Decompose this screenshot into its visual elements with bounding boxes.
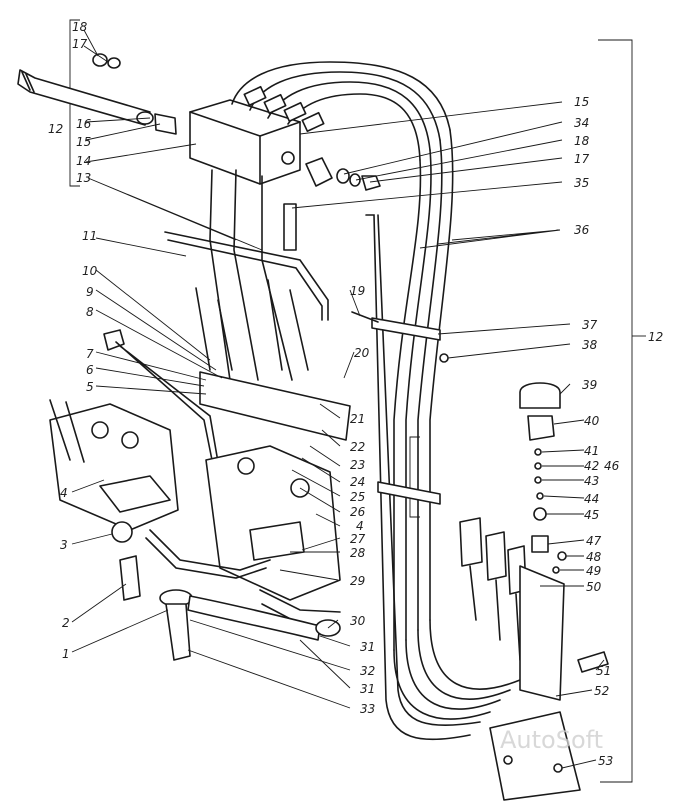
label-35: 35 xyxy=(574,176,589,190)
label-9: 9 xyxy=(86,285,94,299)
clamps xyxy=(351,311,449,505)
distribution-block xyxy=(189,99,301,185)
label-17: 17 xyxy=(72,37,88,51)
label-47: 47 xyxy=(586,534,602,548)
label-3: 3 xyxy=(60,538,68,552)
label-27: 27 xyxy=(350,532,366,546)
label-18: 18 xyxy=(72,20,88,34)
label-29: 29 xyxy=(350,574,365,588)
label-28: 28 xyxy=(350,546,366,560)
label-4-center: 4 xyxy=(356,519,364,533)
label-11: 11 xyxy=(82,229,97,243)
label-10: 10 xyxy=(82,264,98,278)
right-fittings xyxy=(283,157,381,251)
label-41: 41 xyxy=(584,444,599,458)
label-19: 19 xyxy=(350,284,365,298)
label-53: 53 xyxy=(598,754,613,768)
label-17-right: 17 xyxy=(574,152,590,166)
label-5: 5 xyxy=(86,380,94,394)
label-6: 6 xyxy=(86,363,94,377)
label-22: 22 xyxy=(350,440,365,454)
label-12-right: 12 xyxy=(648,330,663,344)
label-39: 39 xyxy=(582,378,597,392)
leader-lines xyxy=(71,29,605,769)
label-30: 30 xyxy=(350,614,366,628)
label-2: 2 xyxy=(62,616,70,630)
label-4-left: 4 xyxy=(60,486,68,500)
upper-hoses xyxy=(231,61,451,161)
callout-labels: 18 17 12 16 15 14 13 11 10 9 8 7 6 5 4 3… xyxy=(48,20,663,768)
label-25: 25 xyxy=(350,490,365,504)
label-12: 12 xyxy=(48,122,63,136)
label-48: 48 xyxy=(586,550,602,564)
shaft-assembly xyxy=(17,53,177,135)
label-52: 52 xyxy=(594,684,609,698)
label-51: 51 xyxy=(596,664,611,678)
label-50: 50 xyxy=(586,580,602,594)
label-40: 40 xyxy=(584,414,600,428)
tube-bracket xyxy=(164,169,329,381)
label-18-right: 18 xyxy=(574,134,590,148)
hose-bundle xyxy=(365,129,521,741)
label-26: 26 xyxy=(350,505,366,519)
label-8: 8 xyxy=(86,305,94,319)
label-45: 45 xyxy=(584,508,599,522)
label-34: 34 xyxy=(574,116,589,130)
label-43: 43 xyxy=(584,474,599,488)
hose-end-fittings xyxy=(459,517,609,801)
fittings-column xyxy=(519,382,567,574)
label-49: 49 xyxy=(586,564,601,578)
label-23: 23 xyxy=(350,458,365,472)
label-33: 33 xyxy=(360,702,375,716)
label-21: 21 xyxy=(350,412,365,426)
label-15-right: 15 xyxy=(574,95,589,109)
valve-body-left xyxy=(49,399,179,543)
label-7: 7 xyxy=(86,347,94,361)
label-37: 37 xyxy=(582,318,598,332)
label-13: 13 xyxy=(76,171,91,185)
label-31-lower: 31 xyxy=(360,682,375,696)
label-16: 16 xyxy=(76,117,92,131)
label-46: 46 xyxy=(604,459,620,473)
label-44: 44 xyxy=(584,492,599,506)
label-36: 36 xyxy=(574,223,590,237)
label-32: 32 xyxy=(360,664,375,678)
label-15: 15 xyxy=(76,135,91,149)
label-1: 1 xyxy=(62,647,70,661)
label-20: 20 xyxy=(354,346,370,360)
label-31-upper: 31 xyxy=(360,640,375,654)
label-42: 42 xyxy=(584,459,599,473)
label-24: 24 xyxy=(350,475,365,489)
valve-body-center xyxy=(205,445,341,627)
label-14: 14 xyxy=(76,154,91,168)
lower-pipes xyxy=(119,529,341,661)
watermark: AutoSoft xyxy=(500,726,603,754)
label-38: 38 xyxy=(582,338,598,352)
